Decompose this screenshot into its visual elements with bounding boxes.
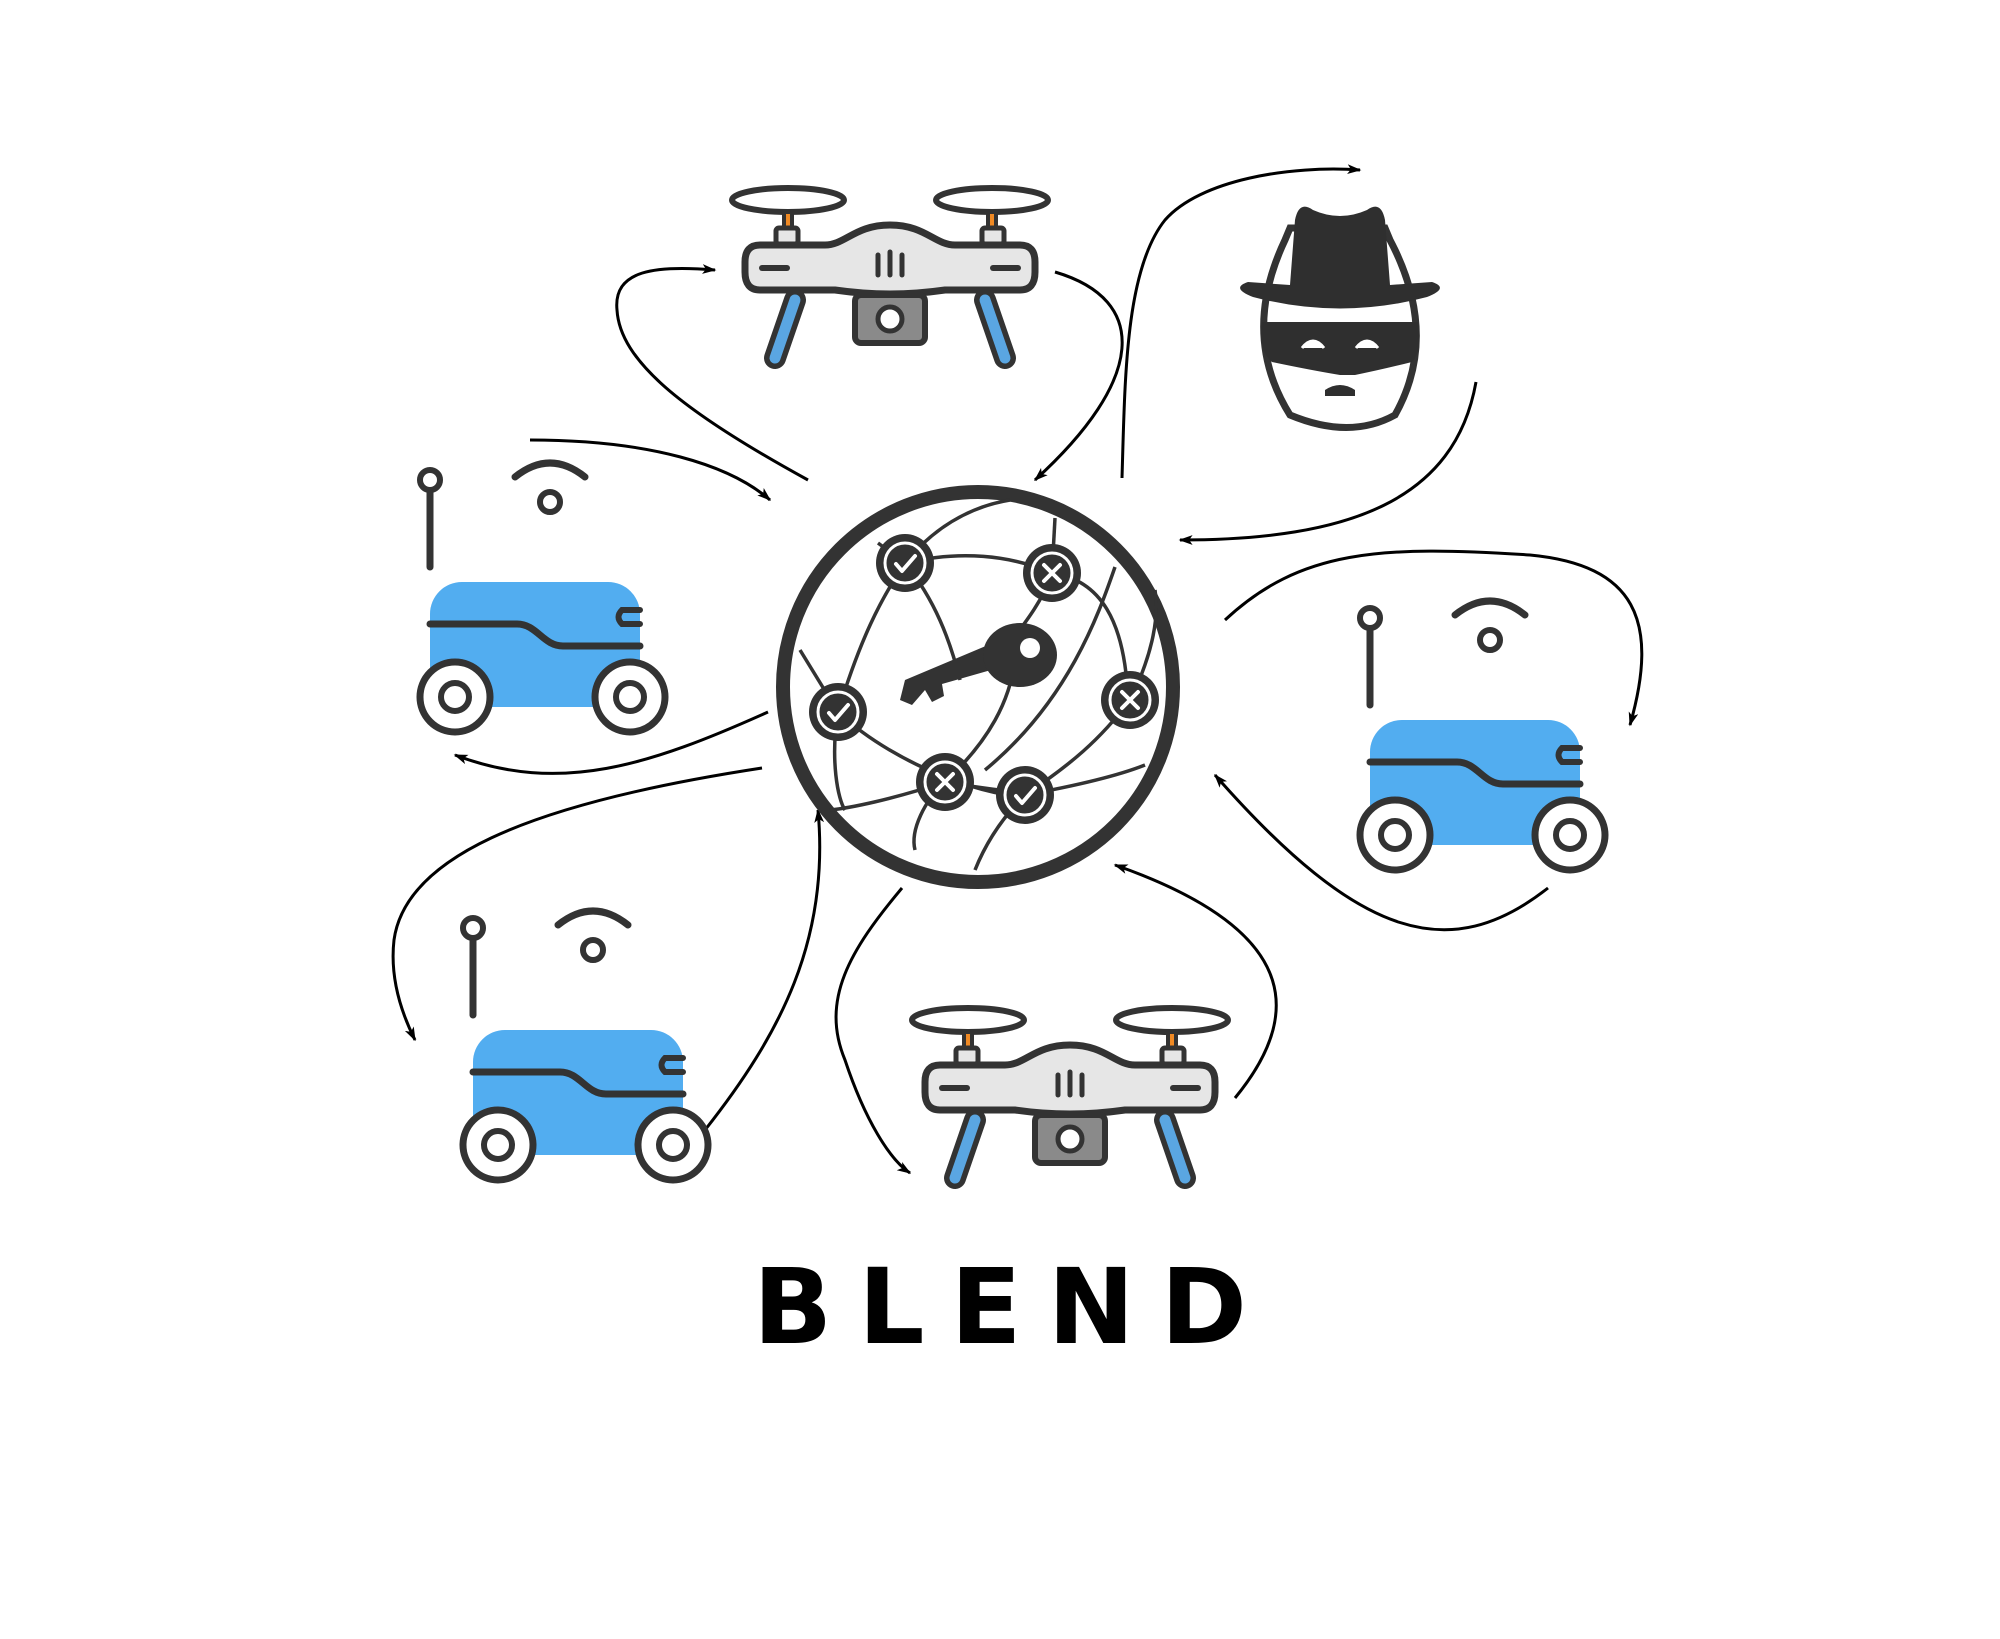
arrow-top-drone-to-center [1033, 270, 1124, 482]
rejected-node-icon [914, 751, 976, 813]
arrow-bottom-left-robot-to-center [703, 808, 825, 1131]
robot-icon [1360, 601, 1605, 870]
rejected-node-icon [1099, 669, 1161, 731]
blockchain-globe-icon [776, 485, 1180, 889]
blockchain-key-icon [900, 623, 1057, 705]
drone-icon [912, 1008, 1228, 1178]
arrow-center-to-left-robot [453, 710, 769, 775]
arrow-center-to-top-drone [615, 264, 809, 482]
verified-node-icon [807, 681, 869, 743]
drone-icon [732, 188, 1048, 358]
arrow-right-robot-to-center [1213, 773, 1549, 932]
verified-node-icon [874, 532, 936, 594]
verified-node-icon [994, 764, 1056, 826]
arrow-left-robot-to-center [529, 438, 772, 502]
arrow-bottom-drone-to-center [1113, 863, 1278, 1099]
arrow-center-to-bottom-left-robot [391, 766, 763, 1042]
flow-arrows [391, 164, 1644, 1175]
robot-icon [463, 911, 708, 1180]
arrow-center-to-bottom-drone [834, 887, 912, 1175]
hacker-icon [1240, 206, 1440, 431]
rejected-node-icon [1021, 542, 1083, 604]
arrow-center-to-right-robot [1223, 549, 1644, 727]
diagram-title: BLEND [753, 1246, 1273, 1368]
robot-icon [420, 463, 665, 732]
arrow-center-to-hacker [1120, 164, 1362, 479]
arrow-hacker-to-center [1178, 381, 1478, 545]
